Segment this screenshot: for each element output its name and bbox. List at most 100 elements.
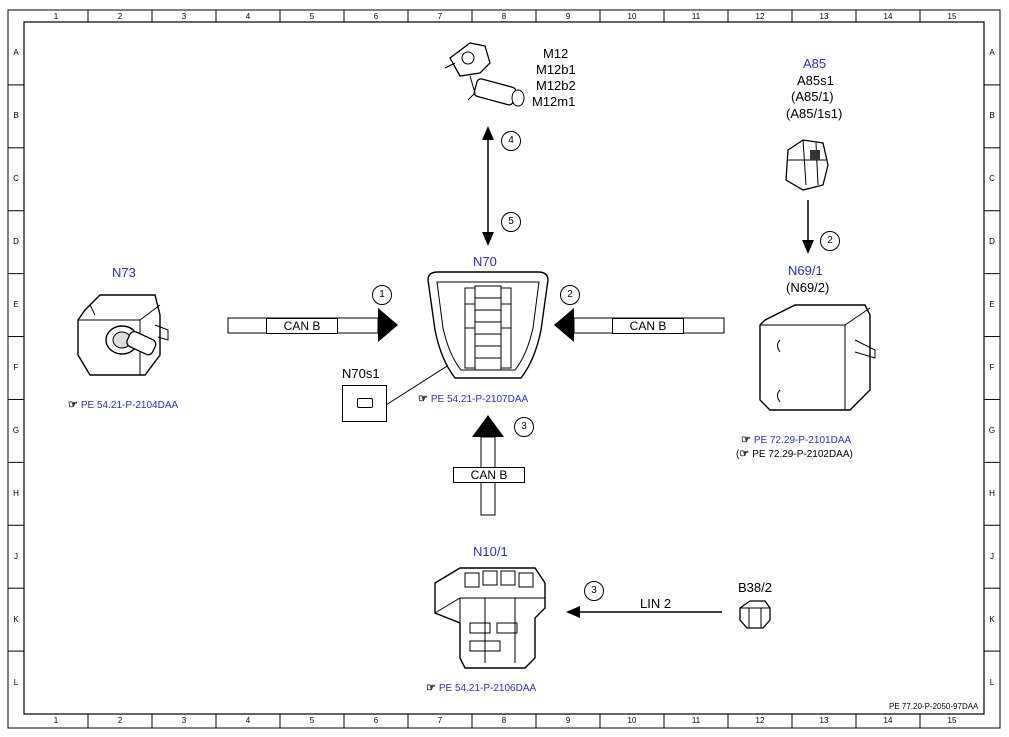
grid-row-label: A (989, 48, 995, 58)
grid-column-label: 7 (437, 716, 443, 725)
grid-column-label: 7 (437, 12, 443, 21)
grid-row-label: B (13, 111, 19, 121)
can-label-bottom: CAN B (453, 467, 525, 483)
grid-row-label: F (13, 363, 19, 372)
hand-icon: ☞ (426, 682, 436, 694)
callout-3b: 3 (584, 581, 604, 601)
hand-icon: ☞ (739, 448, 750, 460)
grid-column-label: 5 (309, 12, 315, 21)
label-n69-sub: (N69/2) (786, 280, 830, 295)
grid-row-label: J (990, 551, 994, 561)
grid-column-label: 14 (883, 716, 893, 725)
grid-column-label: 2 (117, 716, 123, 725)
hand-icon: ☞ (741, 434, 751, 446)
ref-n70-text: PE 54.21-P-2107DAA (430, 394, 529, 405)
label-m12-1: M12b1 (536, 62, 576, 77)
n70s1-switch-box (342, 385, 387, 422)
can-label-left: CAN B (266, 318, 338, 334)
label-n10: N10/1 (473, 544, 508, 559)
can-bus-bottom (472, 415, 504, 516)
ref-n69-2-prefix: ( (736, 449, 740, 460)
grid-row-label: E (989, 300, 995, 310)
label-n70: N70 (473, 254, 497, 269)
grid-row-label: D (989, 237, 995, 247)
grid-row-label: H (13, 488, 19, 498)
ref-n73[interactable]: ☞PE 54.21-P-2104DAA (68, 398, 178, 411)
ref-n69-2-text: PE 72.29-P-2102DAA) (752, 449, 853, 460)
label-m12-2: M12b2 (536, 78, 576, 93)
grid-column-label: 8 (501, 716, 507, 725)
grid-column-label: 15 (947, 716, 957, 725)
grid-column-label: 4 (245, 12, 251, 21)
label-a85-sub-1: (A85/1) (791, 89, 834, 104)
ref-n10[interactable]: ☞PE 54.21-P-2106DAA (426, 681, 536, 694)
grid-row-label: F (989, 363, 995, 372)
callout-2b: 2 (820, 231, 840, 251)
grid-row-label: K (989, 614, 995, 624)
grid-column-label: 1 (53, 716, 59, 725)
m12-n70-link (482, 126, 494, 246)
fuse-box-n10-icon (434, 567, 546, 669)
grid-column-label: 12 (755, 716, 765, 725)
lin-label: LIN 2 (640, 596, 672, 611)
can-label-right: CAN B (612, 318, 684, 334)
label-n73: N73 (112, 265, 136, 280)
switch-a85-icon (785, 139, 829, 191)
grid-column-label: 15 (947, 12, 957, 21)
grid-row-label: L (13, 677, 19, 687)
grid-column-label: 12 (755, 12, 765, 21)
grid-row-label: A (13, 48, 19, 58)
grid-column-label: 3 (181, 12, 187, 21)
ref-n69-2[interactable]: (☞PE 72.29-P-2102DAA) (736, 447, 853, 460)
grid-row-label: H (989, 488, 995, 498)
grid-column-label: 11 (691, 12, 701, 21)
callout-4: 4 (501, 131, 521, 151)
label-a85: A85 (803, 56, 827, 71)
callout-5: 5 (501, 212, 521, 232)
grid-column-label: 10 (627, 12, 637, 21)
sensor-b38-icon (739, 600, 771, 629)
callout-3: 3 (514, 417, 534, 437)
hand-icon: ☞ (68, 399, 78, 411)
hand-icon: ☞ (418, 393, 428, 405)
grid-column-label: 13 (819, 12, 829, 21)
control-unit-n69-icon (759, 304, 876, 411)
grid-column-label: 9 (565, 716, 571, 725)
grid-column-label: 8 (501, 12, 507, 21)
grid-row-label: B (989, 111, 995, 121)
switch-button-icon (357, 398, 373, 408)
ref-n10-text: PE 54.21-P-2106DAA (438, 683, 537, 694)
ref-n73-text: PE 54.21-P-2104DAA (80, 400, 179, 411)
grid-row-label: C (13, 174, 19, 184)
ignition-switch-icon (77, 294, 169, 376)
motor-m12-icon (444, 42, 525, 107)
grid-column-label: 4 (245, 716, 251, 725)
ref-n69-1-text: PE 72.29-P-2101DAA (753, 435, 852, 446)
grid-column-label: 13 (819, 716, 829, 725)
grid-row-label: G (988, 425, 996, 435)
control-unit-n70-icon (427, 271, 549, 379)
a85-n69-link (802, 200, 814, 254)
label-a85-sub-2: (A85/1s1) (786, 106, 843, 121)
grid-column-label: 1 (53, 12, 59, 21)
grid-column-label: 6 (373, 12, 379, 21)
label-m12-0: M12 (543, 46, 569, 61)
ref-n70[interactable]: ☞PE 54.21-P-2107DAA (418, 392, 528, 405)
grid-column-label: 2 (117, 12, 123, 21)
document-code: PE 77.20-P-2050-97DAA (889, 702, 979, 711)
grid-row-label: L (989, 677, 995, 687)
label-n70s1: N70s1 (342, 366, 380, 381)
grid-column-label: 10 (627, 716, 637, 725)
grid-row-label: G (12, 425, 20, 435)
ref-n69-1[interactable]: ☞PE 72.29-P-2101DAA (741, 433, 851, 446)
grid-column-label: 9 (565, 12, 571, 21)
label-n69: N69/1 (788, 263, 823, 278)
grid-column-label: 3 (181, 716, 187, 725)
grid-column-label: 6 (373, 716, 379, 725)
grid-column-label: 11 (691, 716, 701, 725)
grid-row-label: E (13, 300, 19, 310)
label-a85-sub-0: A85s1 (797, 73, 834, 88)
grid-column-label: 14 (883, 12, 893, 21)
grid-row-label: K (13, 614, 19, 624)
